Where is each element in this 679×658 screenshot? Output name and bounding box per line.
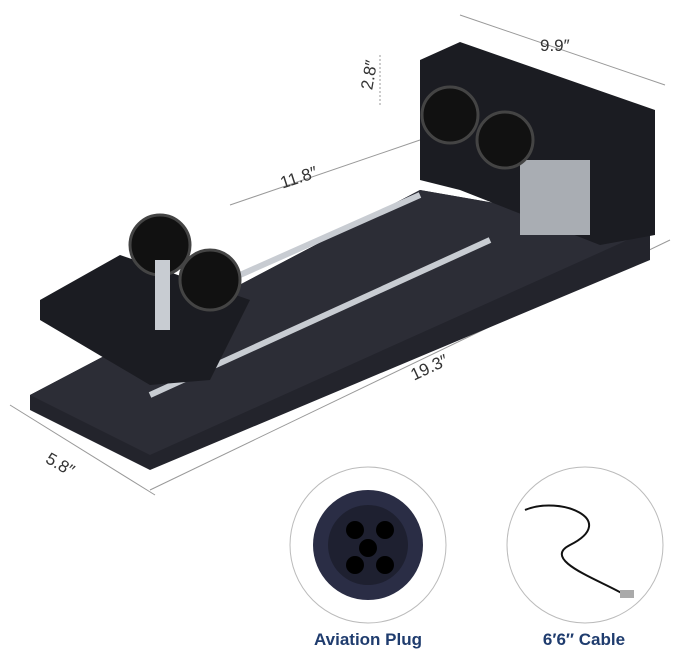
cable-inset (506, 466, 664, 624)
aviation-plug-caption: Aviation Plug (314, 630, 422, 649)
aviation-plug-inset (289, 466, 447, 624)
cable-caption: 6′6″ Cable (542, 630, 626, 649)
stepper-motor (520, 160, 590, 235)
motor-housing (420, 42, 655, 245)
rail (238, 192, 422, 278)
width-label: 9.9″ (540, 36, 570, 55)
